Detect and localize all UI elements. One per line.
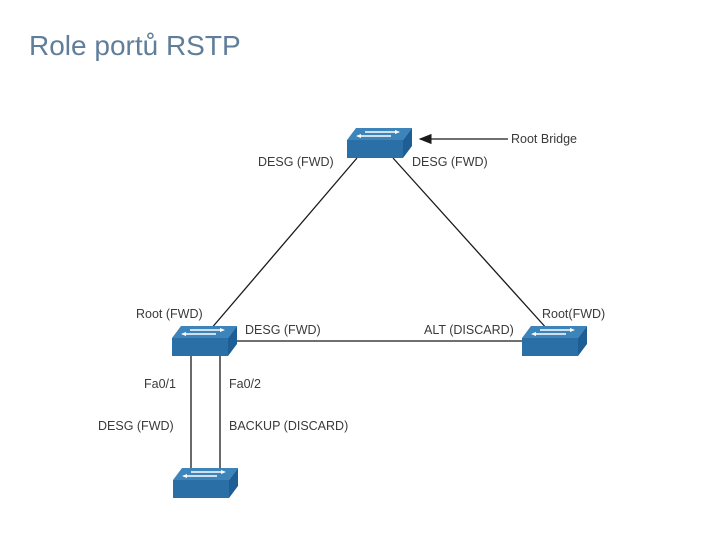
root-bridge-label: Root Bridge [511, 132, 577, 146]
link-root-left [209, 157, 358, 331]
bottom-switch-icon [172, 467, 239, 499]
left-root-port-label: Root (FWD) [136, 307, 203, 321]
left-switch-icon [171, 325, 238, 357]
top-right-port-label: DESG (FWD) [412, 155, 488, 169]
fa01-label: Fa0/1 [144, 377, 176, 391]
backup-port-label: BACKUP (DISCARD) [229, 419, 348, 433]
fa02-label: Fa0/2 [229, 377, 261, 391]
bottom-desg-port-label: DESG (FWD) [98, 419, 174, 433]
page-title: Role portů RSTP [29, 30, 241, 61]
right-switch-icon [521, 325, 588, 357]
link-root-right [392, 157, 549, 331]
left-desg-port-label: DESG (FWD) [245, 323, 321, 337]
right-root-port-label: Root(FWD) [542, 307, 605, 321]
root-bridge-switch-icon [346, 127, 413, 159]
links [190, 133, 549, 470]
right-alt-port-label: ALT (DISCARD) [424, 323, 514, 337]
top-left-port-label: DESG (FWD) [258, 155, 334, 169]
